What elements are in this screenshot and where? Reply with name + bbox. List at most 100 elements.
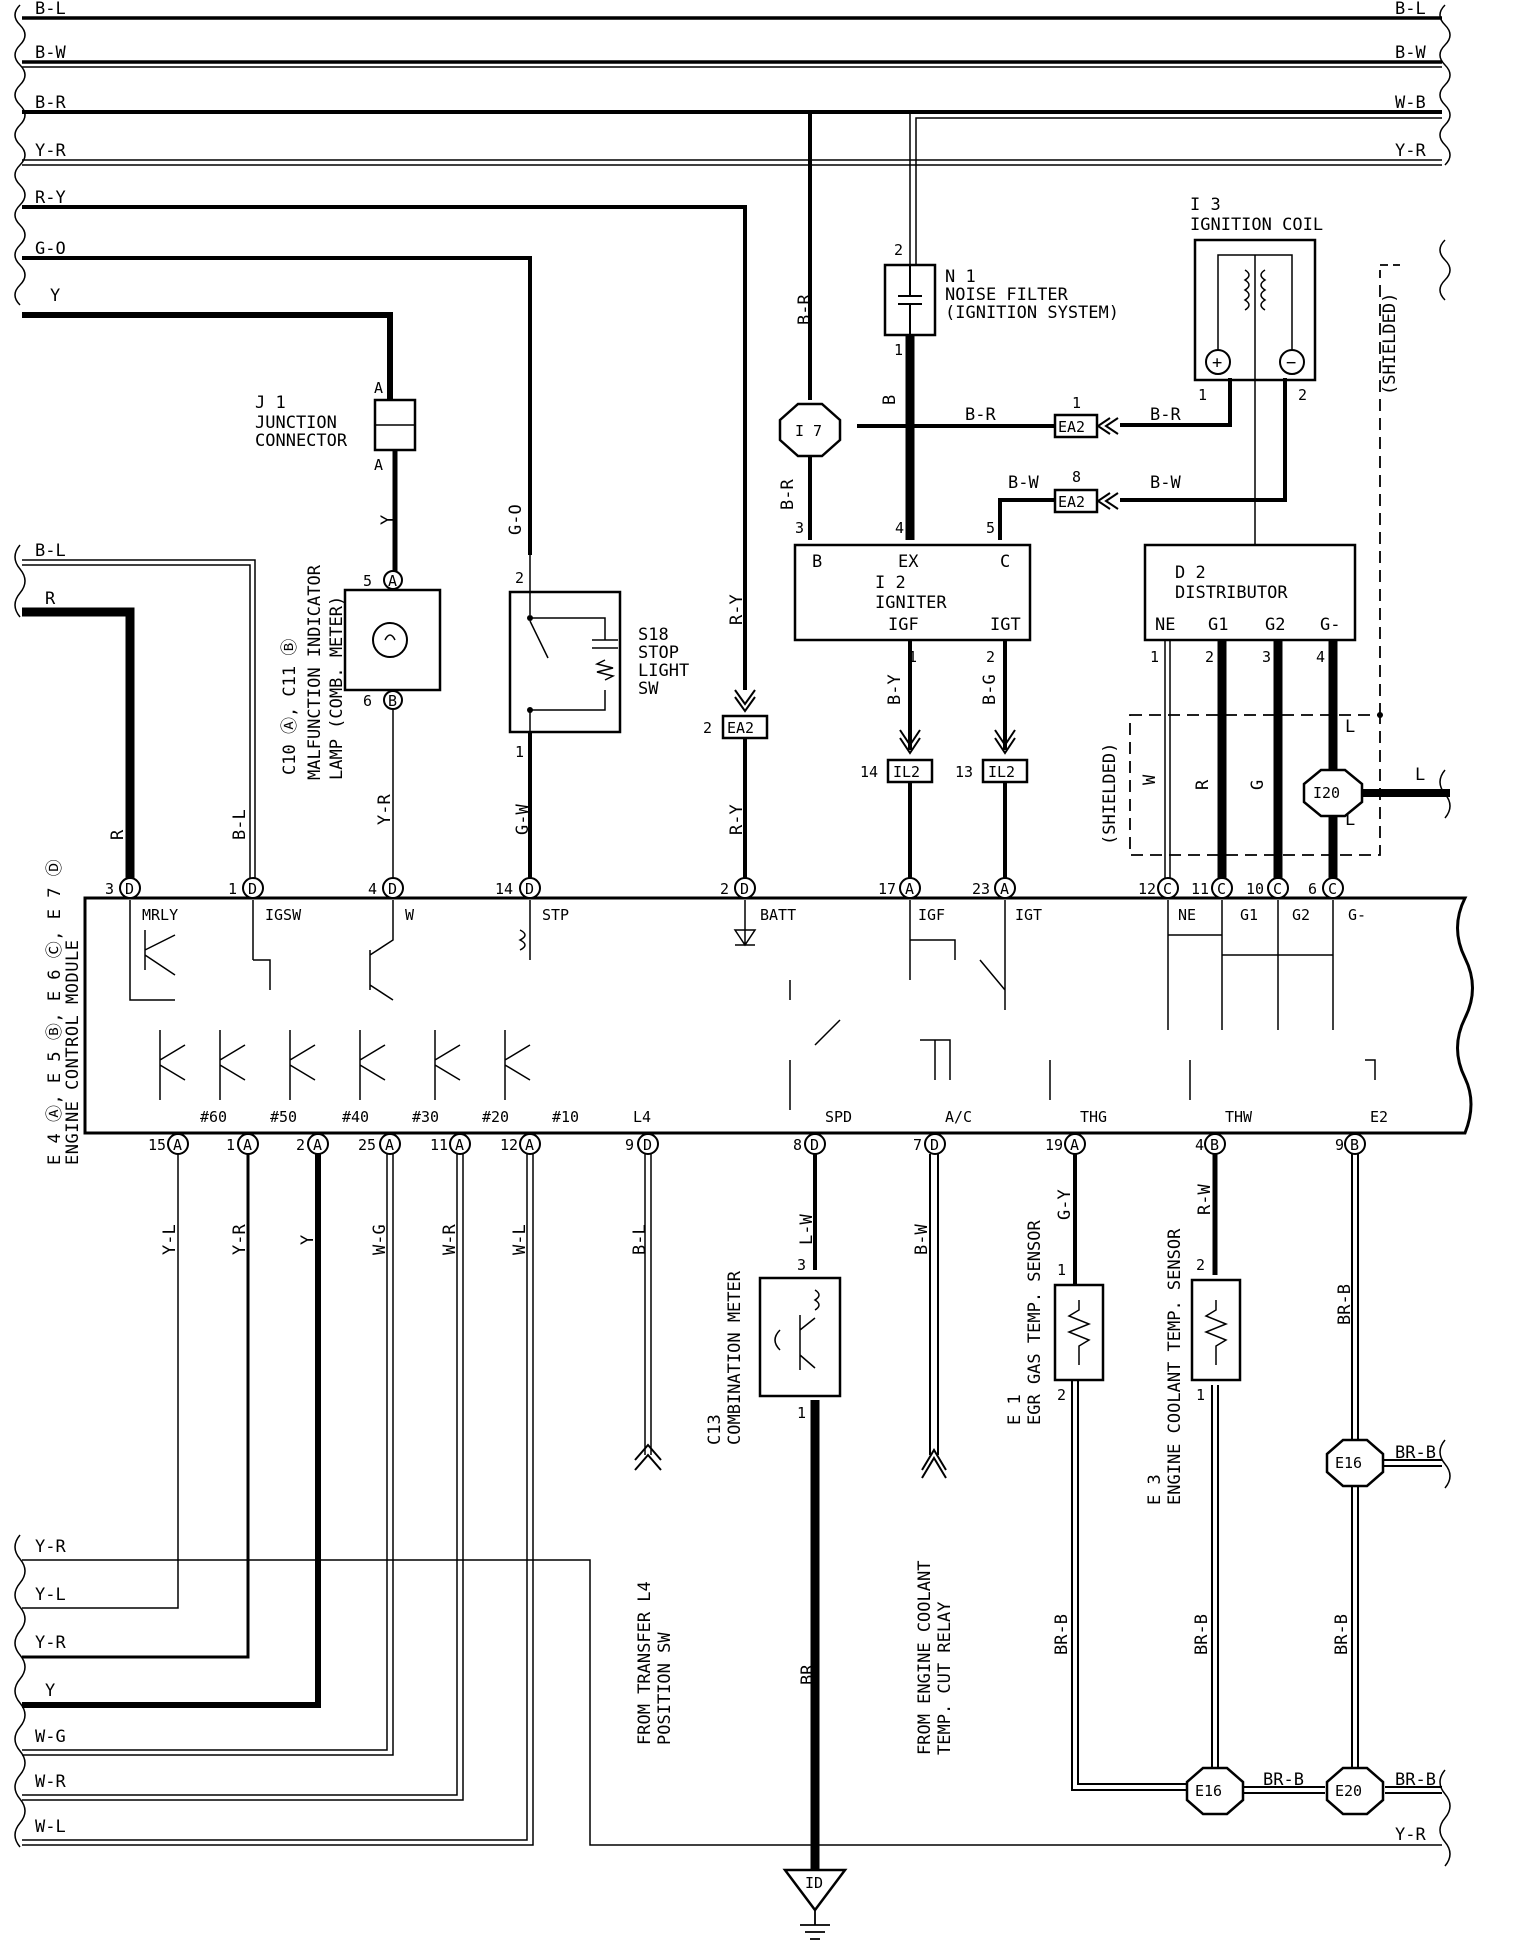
svg-text:G1: G1: [1240, 906, 1258, 924]
svg-text:BATT: BATT: [760, 906, 796, 924]
svg-text:Y-R: Y-R: [35, 1537, 66, 1557]
svg-text:B-W: B-W: [35, 43, 66, 63]
svg-text:6: 6: [363, 692, 372, 710]
svg-text:E 3: E 3: [1145, 1474, 1165, 1505]
ecm-pin-ne: C 12 NE: [1138, 877, 1196, 924]
svg-text:B-L: B-L: [1395, 0, 1426, 19]
svg-text:Y-R: Y-R: [35, 141, 66, 161]
ground-id: ID: [782, 1868, 848, 1940]
svg-text:D: D: [388, 880, 397, 898]
svg-text:2: 2: [1196, 1256, 1205, 1274]
svg-text:ID: ID: [805, 1874, 823, 1892]
svg-text:25: 25: [358, 1136, 376, 1154]
ecm-pin-igsw: D 1 IGSW: [228, 877, 302, 924]
coolant-temp-sensor: 2 1 E 3 ENGINE COOLANT TEMP. SENSOR: [1145, 1228, 1242, 1505]
svg-text:1: 1: [797, 1404, 806, 1422]
svg-text:THW: THW: [1225, 1108, 1253, 1126]
svg-text:C: C: [1273, 880, 1282, 898]
svg-text:W-R: W-R: [440, 1224, 460, 1255]
ecm-internal-circuits: [129, 900, 1334, 1030]
svg-text:8: 8: [793, 1136, 802, 1154]
svg-text:B-L: B-L: [630, 1224, 650, 1255]
junction-e20: E20: [1325, 1766, 1385, 1816]
svg-text:D: D: [525, 880, 534, 898]
svg-text:W: W: [405, 906, 415, 924]
svg-text:A: A: [455, 1136, 464, 1154]
junction-i7: I 7 B-R B-R 3: [778, 294, 842, 540]
ecm-top-pins: D 3 MRLY D 1 IGSW D 4 W D 14 STP D 2 BAT…: [105, 877, 1366, 947]
svg-text:#60: #60: [200, 1108, 227, 1126]
svg-text:BR-B: BR-B: [1052, 1614, 1072, 1655]
svg-text:EA2: EA2: [1058, 418, 1085, 436]
connector-ea2-lower: EA2 8 B-W B-W: [998, 468, 1181, 540]
svg-text:Y-L: Y-L: [35, 1585, 66, 1605]
svg-text:B-L: B-L: [230, 809, 250, 840]
svg-text:C: C: [1217, 880, 1226, 898]
svg-text:A: A: [385, 1136, 394, 1154]
svg-text:B-L: B-L: [35, 0, 66, 19]
svg-text:A: A: [525, 1136, 534, 1154]
svg-text:B: B: [1350, 1136, 1359, 1154]
svg-text:A: A: [374, 379, 383, 397]
svg-text:2: 2: [1298, 386, 1307, 404]
svg-text:L-W: L-W: [797, 1214, 817, 1245]
svg-text:C: C: [1000, 552, 1010, 572]
svg-text:D: D: [930, 1136, 939, 1154]
svg-text:7: 7: [913, 1136, 922, 1154]
wire-br-coil: [1120, 378, 1232, 427]
svg-text:13: 13: [955, 763, 973, 781]
svg-text:2: 2: [720, 880, 729, 898]
ecm-bottom-wire-labels: Y-L Y-R Y W-G W-R W-L B-L L-W B-W G-Y R-…: [160, 1184, 1436, 1790]
svg-text:+: +: [1212, 353, 1222, 373]
svg-text:JUNCTION: JUNCTION: [255, 413, 337, 433]
svg-text:#20: #20: [482, 1108, 509, 1126]
svg-text:5: 5: [986, 519, 995, 537]
svg-text:IGF: IGF: [918, 906, 945, 924]
wire-w-b: [909, 111, 1442, 265]
svg-text:1: 1: [908, 648, 917, 666]
ecm-pin-stp: D 14 STP: [495, 877, 569, 924]
svg-text:NOISE FILTER: NOISE FILTER: [945, 285, 1069, 305]
engine-control-module: E 4 Ⓐ, E 5 Ⓑ, E 6 Ⓒ, E 7 Ⓓ ENGINE CONTRO…: [45, 859, 1474, 1165]
svg-text:D: D: [643, 1136, 652, 1154]
svg-text:R: R: [1193, 779, 1213, 790]
svg-text:#10: #10: [552, 1108, 579, 1126]
svg-text:FROM TRANSFER L4: FROM TRANSFER L4: [635, 1581, 655, 1745]
svg-text:R-Y: R-Y: [727, 804, 747, 835]
ecm-pin-batt: D 2 BATT: [720, 877, 796, 947]
wire-r-y-top: [22, 205, 747, 690]
svg-text:R-W: R-W: [1195, 1184, 1215, 1215]
svg-text:L: L: [1345, 717, 1355, 737]
svg-text:E16: E16: [1335, 1454, 1362, 1472]
svg-text:BR-B: BR-B: [1332, 1614, 1352, 1655]
svg-text:4: 4: [895, 519, 904, 537]
svg-text:G-O: G-O: [506, 504, 526, 535]
from-labels: FROM TRANSFER L4 POSITION SW FROM ENGINE…: [635, 1561, 955, 1755]
svg-text:23: 23: [972, 880, 990, 898]
stop-light-switch: 2 1 S18 STOP LIGHT SW G-W G-O: [506, 504, 689, 878]
svg-text:B-R: B-R: [778, 479, 798, 510]
svg-text:LAMP (COMB. METER): LAMP (COMB. METER): [327, 596, 347, 780]
svg-text:4: 4: [1316, 648, 1325, 666]
svg-text:G-Y: G-Y: [1055, 1189, 1075, 1220]
svg-text:#50: #50: [270, 1108, 297, 1126]
svg-text:Y-R: Y-R: [230, 1224, 250, 1255]
svg-text:C: C: [1328, 880, 1337, 898]
ecm-pin-igf: A 17 IGF: [878, 877, 945, 924]
svg-text:B-G: B-G: [980, 674, 1000, 705]
svg-text:C: C: [1163, 880, 1172, 898]
svg-text:6: 6: [1308, 880, 1317, 898]
svg-text:IL2: IL2: [988, 763, 1015, 781]
ecm-pin-g2: C 10 G2: [1246, 877, 1310, 924]
svg-text:J 1: J 1: [255, 393, 286, 413]
svg-text:C13: C13: [705, 1414, 725, 1445]
svg-text:FROM ENGINE COOLANT: FROM ENGINE COOLANT: [915, 1561, 935, 1755]
svg-text:B-R: B-R: [35, 93, 66, 113]
svg-text:G2: G2: [1292, 906, 1310, 924]
svg-text:G: G: [1248, 780, 1268, 790]
noise-filter: 2 1 N 1 NOISE FILTER (IGNITION SYSTEM) B: [880, 241, 1119, 540]
svg-text:BR-B: BR-B: [1395, 1770, 1436, 1790]
svg-text:BR-B: BR-B: [1335, 1284, 1355, 1325]
svg-text:A: A: [1000, 880, 1009, 898]
svg-text:BR-B: BR-B: [1395, 1443, 1436, 1463]
